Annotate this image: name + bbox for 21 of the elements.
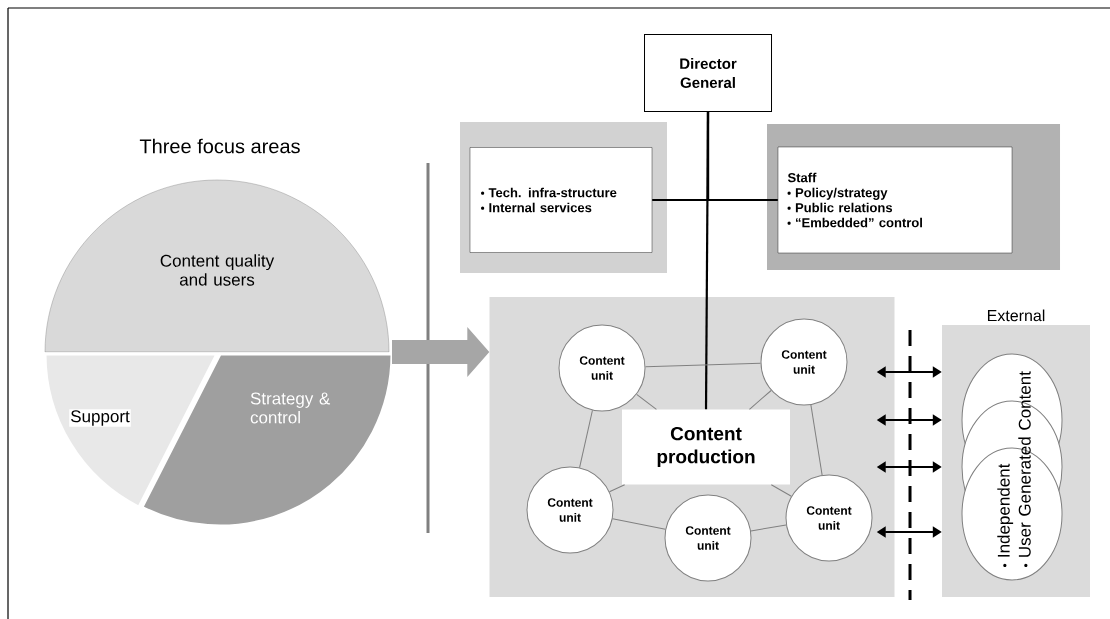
pie-slice: Support [43, 352, 219, 509]
connector-line [645, 362, 762, 368]
org-box: Director General [644, 34, 772, 112]
process-box: Content production [622, 409, 790, 485]
connector-line [810, 404, 823, 476]
heading: Three focus areas [139, 138, 300, 154]
connector-line [704, 112, 710, 410]
pie-slice: Strategy & control [140, 352, 394, 528]
ellipse-stack: Independent User Generated Content [961, 353, 1063, 581]
connector-line [750, 524, 787, 532]
pie-slice: Content quality and users [44, 179, 390, 353]
connector-line [636, 393, 657, 410]
node-label: External [987, 309, 1045, 322]
connector-line [579, 409, 593, 469]
connector-line [612, 518, 666, 530]
org-box: Staff Policy/strategy Public relations “Embedded” control [767, 124, 1060, 270]
connector-line [749, 390, 772, 410]
org-box: Tech. infra-structure Internal services [460, 122, 667, 273]
block-arrow [392, 327, 490, 377]
connector-line [609, 484, 626, 493]
connector-line [770, 484, 792, 497]
